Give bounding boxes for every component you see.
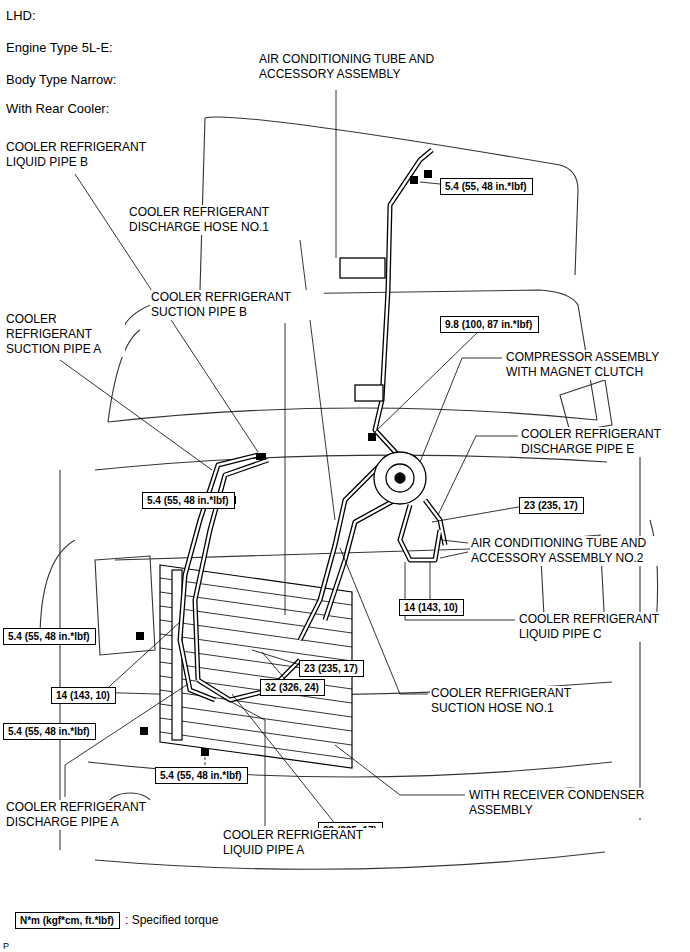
body-line: [205, 117, 578, 275]
bolt: [136, 632, 144, 640]
torque-value: 5.4 (55, 48 in.*lbf): [8, 726, 90, 737]
leader-lines: [60, 90, 530, 830]
leader-line: [300, 240, 335, 520]
leader-line: [335, 745, 465, 795]
clutch-hub: [395, 473, 405, 483]
torque-value: 14 (143, 10): [56, 690, 110, 701]
leader-line: [60, 360, 212, 470]
hood-line: [95, 455, 607, 470]
mirror: [560, 380, 612, 432]
bolt: [410, 176, 418, 184]
torque-value: 23 (235, 17): [524, 500, 578, 511]
leader-line: [442, 540, 468, 543]
headlight: [95, 556, 155, 655]
torque-box: 5.4 (55, 48 in.*lbf): [3, 628, 96, 645]
fin: [160, 634, 352, 661]
part-name: COOLER REFRIGERANT SUCTION HOSE NO.1: [430, 686, 604, 716]
part-name: COOLER REFRIGERANT DISCHARGE PIPE E: [520, 427, 688, 457]
condition-note: Body Type Narrow:: [5, 72, 117, 87]
leader-line: [222, 697, 265, 826]
torque-value: 5.4 (55, 48 in.*lbf): [8, 631, 90, 642]
fin: [160, 732, 352, 759]
torque-box: 9.8 (100, 87 in.*lbf): [440, 316, 539, 333]
fin: [160, 718, 352, 745]
torque-box: 32 (326, 24): [260, 679, 325, 696]
leader-line: [232, 694, 340, 830]
fin: [160, 620, 352, 647]
body-side: [59, 470, 60, 850]
ac-tube: [375, 150, 432, 455]
leader-line: [420, 358, 502, 462]
part-name: COOLER REFRIGERANT LIQUID PIPE C: [518, 612, 686, 642]
leader-line: [432, 505, 530, 522]
torque-value: 14 (143, 10): [404, 602, 458, 613]
condition-note: Engine Type 5L-E:: [5, 40, 114, 55]
page-mark: P: [2, 939, 10, 952]
leader-line: [336, 90, 337, 258]
leader-line: [285, 323, 286, 615]
part-name: COOLER REFRIGERANT DISCHARGE PIPE A: [5, 800, 179, 830]
leader-line: [100, 622, 180, 695]
part-name: COOLER REFRIGERANT LIQUID PIPE A: [222, 828, 396, 858]
torque-box: 23 (235, 17): [299, 660, 364, 677]
compressor: [340, 258, 426, 504]
torque-box: 5.4 (55, 48 in.*lbf): [142, 492, 235, 509]
joint: [256, 453, 266, 460]
part-name: COOLER REFRIGERANT LIQUID PIPE B: [5, 140, 179, 170]
part-name: COMPRESSOR ASSEMBLY WITH MAGNET CLUTCH: [505, 350, 685, 380]
bolt: [424, 170, 432, 178]
suction-hose: [300, 465, 380, 640]
torque-value: 23 (235, 17): [304, 663, 358, 674]
torque-box: 5.4 (55, 48 in.*lbf): [440, 178, 533, 195]
windshield: [108, 408, 597, 422]
magnet-clutch: [386, 464, 414, 492]
ac-tube: [375, 150, 432, 455]
torque-value: 5.4 (55, 48 in.*lbf): [160, 770, 242, 781]
part-name: AIR CONDITIONING TUBE AND ACCESSORY ASSE…: [258, 52, 475, 82]
torque-value: 9.8 (100, 87 in.*lbf): [445, 319, 532, 330]
torque-box: N*m (kgf*cm, ft.*lbf): [15, 912, 120, 929]
torque-box: 5.4 (55, 48 in.*lbf): [155, 767, 248, 784]
suction-hose: [300, 465, 380, 640]
torque-box: 14 (143, 10): [51, 687, 116, 704]
fin: [160, 606, 352, 633]
van-outline: [40, 117, 658, 869]
torque-box: 5.4 (55, 48 in.*lbf): [3, 723, 96, 740]
part-name: AIR CONDITIONING TUBE AND ACCESSORY ASSE…: [470, 536, 687, 566]
discharge-hose: [325, 500, 395, 620]
wheel-arch: [40, 540, 75, 640]
leader-line: [375, 330, 480, 432]
bolt: [201, 748, 209, 756]
part-name: COOLER REFRIGERANT DISCHARGE HOSE NO.1: [128, 205, 302, 235]
torque-box: 14 (143, 10): [399, 599, 464, 616]
part-name: COOLER REFRIGERANT SUCTION PIPE B: [150, 290, 324, 320]
tube-bracket: [340, 258, 385, 278]
fin: [160, 704, 352, 731]
compressor-body: [374, 452, 426, 504]
tube-bracket: [355, 385, 383, 401]
bolt: [368, 433, 376, 441]
bolt: [140, 727, 148, 735]
body-line: [200, 118, 205, 290]
part-name: WITH RECEIVER CONDENSER ASSEMBLY: [468, 788, 680, 818]
torque-value: N*m (kgf*cm, ft.*lbf): [20, 915, 114, 926]
torque-value: 5.4 (55, 48 in.*lbf): [445, 181, 527, 192]
torque-box: 23 (235, 17): [519, 497, 584, 514]
bolts: [136, 170, 432, 756]
part-name: COOLER REFRIGERANT SUCTION PIPE A: [5, 312, 125, 357]
torque-value: 32 (326, 24): [265, 682, 319, 693]
condition-note: LHD:: [5, 8, 37, 23]
torque-value: 5.4 (55, 48 in.*lbf): [147, 495, 229, 506]
leader-line: [440, 552, 468, 558]
leader-line: [438, 436, 518, 515]
condition-note: With Rear Cooler:: [5, 101, 110, 116]
discharge-hose: [325, 500, 395, 620]
legend-text: : Specified torque: [125, 913, 218, 928]
